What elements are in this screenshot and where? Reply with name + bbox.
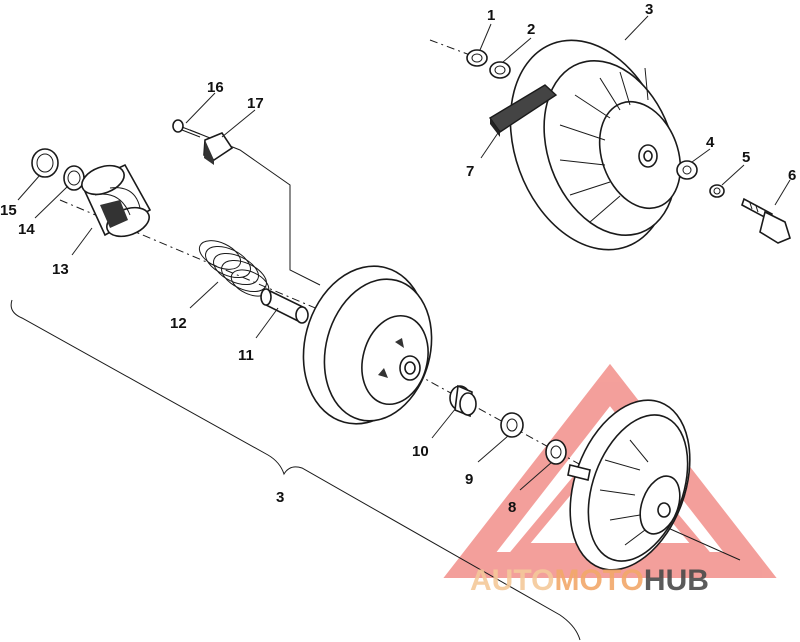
- watermark-moto: MOTO: [554, 564, 643, 597]
- callout-3-assembly: 3: [276, 489, 284, 506]
- washer-part-9: [500, 412, 524, 438]
- watermark-text: AUTOMOTOHUB: [470, 564, 709, 597]
- cam-part-13: [80, 163, 152, 238]
- callout-16: 16: [207, 79, 224, 96]
- callout-6: 6: [788, 167, 796, 184]
- callout-15: 15: [0, 202, 17, 219]
- svg-text:AUTOMOTOHUB: AUTOMOTOHUB: [470, 564, 709, 597]
- callout-11: 11: [238, 347, 254, 364]
- callout-8: 8: [508, 499, 516, 516]
- watermark-auto: AUTO: [470, 564, 554, 597]
- callout-4: 4: [706, 134, 715, 151]
- washer-part-2: [489, 61, 511, 79]
- assembly-bracket: [10, 299, 581, 641]
- bolt-part-6: [741, 197, 791, 244]
- washer-part-4: [676, 160, 698, 180]
- washer-part-1: [466, 49, 488, 67]
- washer-part-14: [63, 165, 85, 191]
- spring-part-12: [198, 240, 270, 297]
- sheave-fan-top-right: [509, 39, 682, 251]
- ring-part-15: [31, 148, 59, 178]
- lockwasher-part-5: [709, 184, 725, 198]
- callout-9: 9: [465, 471, 473, 488]
- callout-10: 10: [412, 443, 429, 460]
- belt-strip-part-7: [488, 84, 558, 137]
- fixed-sheave-bottom-right: [567, 399, 691, 571]
- callout-17: 17: [247, 95, 264, 112]
- callout-13: 13: [52, 261, 69, 278]
- callout-5: 5: [742, 149, 750, 166]
- washer-part-8: [545, 439, 567, 465]
- callout-12: 12: [170, 315, 187, 332]
- callout-2: 2: [527, 21, 535, 38]
- watermark-hub: HUB: [644, 564, 709, 597]
- callout-14: 14: [18, 221, 35, 238]
- callout-3-top: 3: [645, 1, 653, 18]
- callout-7: 7: [466, 163, 474, 180]
- callout-1: 1: [487, 7, 495, 24]
- leader-lines: [17, 15, 791, 491]
- callout-labels: 1 2 3 4 5 6 7 8 9 10 11 12 13 14 15 16 1…: [0, 1, 796, 516]
- weight-block-part-17: [203, 132, 234, 165]
- moveable-sheave-center: [302, 265, 433, 425]
- bushing-part-10: [449, 384, 477, 418]
- bushing-part-11: [260, 288, 309, 324]
- screw-part-16: [172, 119, 201, 138]
